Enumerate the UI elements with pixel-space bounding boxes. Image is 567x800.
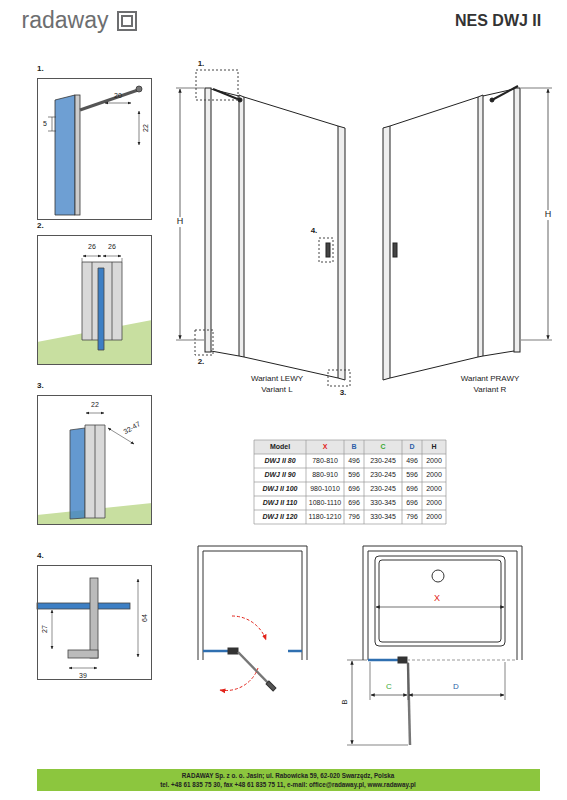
detail-number: 1.	[37, 64, 44, 73]
table-cell: 796	[348, 513, 360, 521]
table-cell: 2000	[426, 513, 442, 521]
callout-label: Wariant PRAWY	[461, 375, 520, 384]
dimension: X	[434, 594, 440, 604]
table-cell: DWJ II 100	[262, 485, 297, 493]
footer-text: tel. +48 61 835 75 30, fax +48 61 835 75…	[160, 782, 416, 789]
table-cell: 2000	[426, 457, 442, 465]
dimension: 32-47	[122, 420, 141, 436]
footer-text: RADAWAY Sp. z o. o. Jasin; ul. Rabowicka…	[182, 773, 394, 780]
table-cell: 796	[406, 513, 418, 521]
detail-number: 3.	[37, 381, 44, 390]
table-cell: D	[409, 443, 414, 451]
table-cell: DWJ II 110	[263, 499, 298, 507]
door-left-variant	[176, 70, 350, 386]
table-cell: 230-245	[370, 457, 396, 465]
table-cell: 330-345	[370, 499, 396, 507]
callout-label: Variant L	[261, 386, 292, 395]
plan-opening	[198, 546, 307, 691]
table-cell: 230-245	[370, 471, 396, 479]
dimension: 22	[91, 401, 99, 409]
dimension: 22	[142, 124, 150, 132]
dimension: 64	[141, 614, 149, 622]
title: NES DWJ II	[455, 12, 541, 30]
table-cell: C	[380, 443, 385, 451]
detail-number: 4.	[37, 551, 44, 560]
logo-text: radaway	[22, 8, 109, 33]
dimension: B	[341, 699, 350, 704]
table-cell: 880-910	[312, 471, 338, 479]
table-cell: B	[351, 443, 356, 451]
table-cell: 230-245	[370, 485, 396, 493]
dimension: 26	[88, 243, 96, 251]
table-cell: 696	[348, 499, 360, 507]
table-cell: DWJ II 90	[264, 471, 295, 479]
detail-door-profile	[37, 413, 152, 525]
callout-label: 1.	[198, 60, 205, 69]
callout-label: H	[176, 217, 185, 227]
table-cell: 330-345	[370, 513, 396, 521]
dimension: 39	[79, 672, 87, 680]
dimension: 5	[43, 120, 47, 128]
table-cell: Model	[270, 443, 290, 451]
callout-label: Wariant LEWY	[251, 375, 303, 384]
table-cell: 496	[406, 457, 418, 465]
table-cell: DWJ II 80	[264, 457, 295, 465]
dimension: D	[453, 683, 459, 692]
detail-frame: 4.	[37, 565, 152, 680]
detail-handle	[37, 578, 138, 668]
dimension: 20	[114, 92, 122, 100]
footer-bar	[37, 769, 540, 791]
table-cell: 2000	[426, 485, 442, 493]
detail-frame: 3.	[37, 395, 152, 525]
callout-label: Variant R	[474, 386, 507, 395]
detail-frame: 2.	[37, 235, 152, 365]
table-cell: 2000	[426, 471, 442, 479]
callout-label: H	[544, 210, 553, 220]
table-cell: 696	[348, 485, 360, 493]
detail-number: 2.	[37, 221, 44, 230]
table-cell: X	[323, 443, 328, 451]
table-cell: 696	[406, 499, 418, 507]
table-cell: DWJ II 120	[262, 513, 297, 521]
table-cell: 496	[348, 457, 360, 465]
detail-frame: 1.	[37, 78, 152, 220]
table-cell: 1080-1110	[309, 499, 341, 507]
logo-icon	[118, 12, 136, 30]
detail-wall-profile	[37, 256, 152, 365]
table-cell: 1180-1210	[309, 513, 342, 521]
table-cell: 596	[348, 471, 360, 479]
plan-dimensions	[347, 546, 522, 745]
table-grid	[254, 440, 446, 524]
table-cell: 780-810	[312, 457, 338, 465]
callout-label: 4.	[311, 227, 318, 236]
detail-stabilizer	[48, 86, 142, 215]
callout-label: 3.	[340, 389, 347, 398]
dimension: C	[386, 683, 392, 692]
table-cell: 596	[406, 471, 418, 479]
table-cell: 980-1010	[310, 485, 340, 493]
dimension: 27	[41, 625, 49, 633]
table-cell: 696	[406, 485, 418, 493]
callout-label: 2.	[198, 358, 205, 367]
table-cell: 2000	[426, 499, 442, 507]
dimension: 26	[108, 243, 116, 251]
table-cell: H	[431, 443, 436, 451]
door-right-variant	[383, 86, 552, 380]
